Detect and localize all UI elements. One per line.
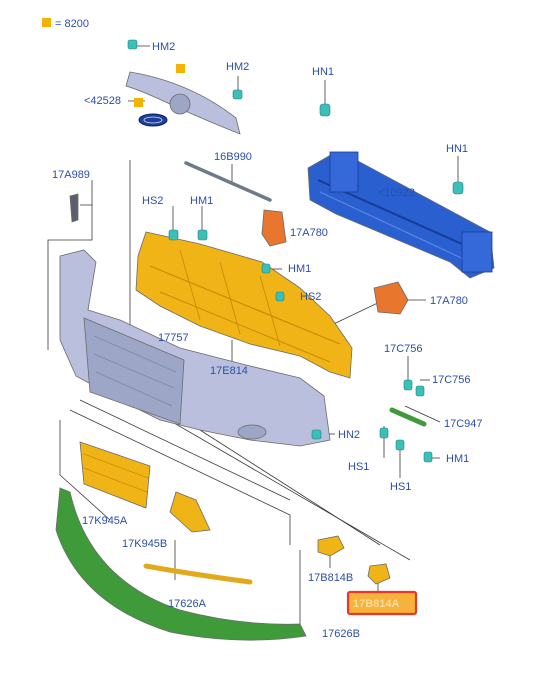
label-c947: 17C947 (444, 418, 483, 430)
side-grille-17k945b (169, 491, 211, 533)
bumper-reinforcement (307, 151, 495, 279)
clip-17c756-a (403, 379, 413, 391)
clip-hm2-grille (232, 89, 243, 100)
clip-hs2-left (168, 229, 179, 241)
clip-hn1-right (452, 181, 464, 195)
label-hm1-right: HM1 (446, 453, 469, 465)
energy-absorber (135, 231, 353, 379)
clip-hs1-b (395, 439, 405, 451)
leader-lines (47, 45, 459, 630)
grille-center-boss (169, 93, 191, 115)
label-hm2-grille: HM2 (226, 61, 249, 73)
emblem-8200-marker (134, 98, 143, 107)
legend-text: = 8200 (55, 18, 89, 30)
label-grille-side: 17K945B (122, 538, 167, 550)
clip-hm1-mid (261, 263, 271, 274)
label-highlighted-part[interactable]: 17B814A (353, 598, 400, 610)
clip-hs1-a (379, 427, 389, 439)
label-hn1-right: HN1 (446, 143, 468, 155)
label-side-bracket: 17A989 (52, 169, 90, 181)
label-absorber-b: 17E814 (210, 365, 248, 377)
emblem-ring (143, 116, 163, 124)
bumper-cover (59, 249, 331, 447)
emblem (138, 113, 168, 127)
label-bracket-a: 17A780 (290, 227, 328, 239)
clip-hm1-left (197, 229, 208, 241)
lip-spoiler-17626b (55, 487, 307, 641)
label-hs1-b: HS1 (390, 481, 411, 493)
label-hm1-mid: HM1 (288, 263, 311, 275)
bracket-17a780-left (261, 209, 287, 247)
label-c756-b: 17C756 (432, 374, 471, 386)
grille-8200-marker (176, 64, 185, 73)
fog-bezel-17b814b (317, 535, 345, 557)
highlight-box (346, 590, 418, 616)
clip-hn2 (311, 429, 322, 440)
label-grille-lower: 17K945A (82, 515, 128, 527)
clip-17c756-b (415, 385, 425, 397)
label-emblem: <42528 (84, 95, 121, 107)
label-hs2-left: HS2 (142, 195, 163, 207)
clip-hm2-top (127, 39, 138, 50)
label-hs1-a: HS1 (348, 461, 369, 473)
label-fog-bezel: 17B814B (308, 572, 353, 584)
label-lip-strip: 17626A (168, 598, 207, 610)
bracket-17a989 (69, 193, 79, 223)
lip-strip-17626a (143, 563, 253, 585)
clip-hs2-mid (275, 291, 285, 302)
clip-hn1-left (319, 103, 331, 117)
label-reinforcement: <10922 (378, 187, 415, 199)
label-absorber-a: 17757 (158, 332, 189, 344)
label-hm1-left: HM1 (190, 195, 213, 207)
label-bracket-b: 17A780 (430, 295, 468, 307)
label-strip: 16B990 (214, 151, 252, 163)
legend-swatch (42, 18, 51, 27)
label-c756-a: 17C756 (384, 343, 423, 355)
label-hn2: HN2 (338, 429, 360, 441)
bracket-17c947 (389, 407, 427, 427)
label-hn1-left: HN1 (312, 66, 334, 78)
label-hm2-top: HM2 (152, 41, 175, 53)
lower-grille-17k945a (79, 441, 151, 509)
clip-hm1-right (423, 451, 433, 463)
fog-bezel-17b814a (367, 563, 391, 585)
chrome-strip (184, 161, 272, 202)
label-lip-spoiler: 17626B (322, 628, 360, 640)
bracket-17a780-right (373, 281, 409, 315)
label-hs2-mid: HS2 (300, 291, 321, 303)
